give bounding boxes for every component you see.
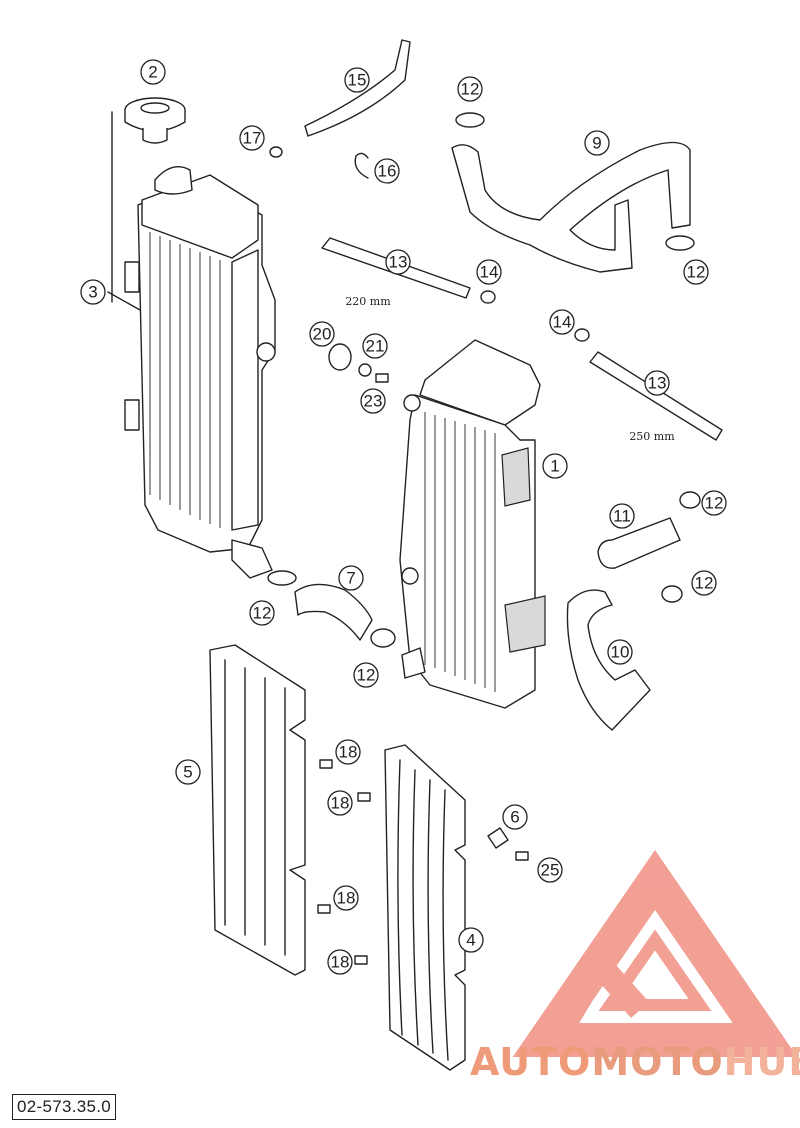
svg-text:10: 10 bbox=[611, 643, 630, 662]
hose-11 bbox=[597, 517, 681, 569]
hose-10 bbox=[566, 589, 651, 731]
svg-text:1: 1 bbox=[550, 457, 559, 476]
svg-text:12: 12 bbox=[687, 263, 706, 282]
callout-12: 12 bbox=[249, 600, 275, 626]
svg-text:13: 13 bbox=[648, 374, 667, 393]
radiator-grille-right bbox=[384, 744, 466, 1071]
svg-text:11: 11 bbox=[613, 507, 631, 526]
callout-15: 15 bbox=[344, 67, 370, 93]
callout-11: 11 bbox=[609, 503, 635, 529]
callout-12: 12 bbox=[701, 490, 727, 516]
callout-13: 13 bbox=[644, 370, 670, 396]
watermark-text-auto: AUTO bbox=[470, 1040, 592, 1084]
callout-17: 17 bbox=[239, 125, 265, 151]
svg-text:13: 13 bbox=[389, 253, 408, 272]
callout-18: 18 bbox=[335, 739, 361, 765]
hose-clamps bbox=[267, 112, 701, 648]
watermark-text: AUTOMOTOHUB bbox=[470, 1040, 800, 1084]
svg-text:14: 14 bbox=[480, 263, 499, 282]
svg-text:4: 4 bbox=[466, 931, 475, 950]
hose-7 bbox=[294, 583, 373, 641]
callout-6: 6 bbox=[502, 804, 528, 830]
svg-text:12: 12 bbox=[253, 604, 272, 623]
svg-text:23: 23 bbox=[364, 392, 383, 411]
svg-text:3: 3 bbox=[88, 283, 97, 302]
callout-12: 12 bbox=[691, 570, 717, 596]
callout-13: 13 bbox=[385, 249, 411, 275]
callout-18: 18 bbox=[327, 949, 353, 975]
svg-text:12: 12 bbox=[461, 80, 480, 99]
dimension-label-220: 220 mm bbox=[345, 295, 391, 308]
callout-21: 21 bbox=[362, 333, 388, 359]
svg-text:20: 20 bbox=[313, 325, 332, 344]
callout-12: 12 bbox=[457, 76, 483, 102]
svg-text:12: 12 bbox=[357, 666, 376, 685]
callout-25: 25 bbox=[537, 857, 563, 883]
callout-1: 1 bbox=[542, 453, 568, 479]
hose-15 bbox=[304, 39, 411, 137]
svg-text:5: 5 bbox=[183, 763, 192, 782]
svg-text:16: 16 bbox=[378, 162, 397, 181]
callout-16: 16 bbox=[374, 158, 400, 184]
radiator-cap bbox=[124, 97, 186, 144]
callout-2: 2 bbox=[140, 59, 166, 85]
svg-text:18: 18 bbox=[337, 889, 356, 908]
callout-12: 12 bbox=[353, 662, 379, 688]
svg-text:21: 21 bbox=[366, 337, 385, 356]
leader-lines bbox=[107, 111, 141, 311]
callout-4: 4 bbox=[458, 927, 484, 953]
callout-18: 18 bbox=[333, 885, 359, 911]
radiator-right bbox=[399, 339, 546, 709]
svg-text:2: 2 bbox=[148, 63, 157, 82]
callout-14: 14 bbox=[549, 309, 575, 335]
svg-text:12: 12 bbox=[695, 574, 714, 593]
callout-3: 3 bbox=[80, 279, 106, 305]
grommet-screws bbox=[317, 343, 529, 965]
svg-text:25: 25 bbox=[541, 861, 560, 880]
dimension-label-250: 250 mm bbox=[629, 430, 675, 443]
svg-text:6: 6 bbox=[510, 808, 519, 827]
hose-9 bbox=[451, 141, 691, 273]
svg-text:17: 17 bbox=[243, 129, 262, 148]
diagram-reference-code: 02-573.35.0 bbox=[12, 1094, 117, 1120]
svg-text:18: 18 bbox=[339, 743, 358, 762]
radiator-left bbox=[124, 166, 276, 579]
svg-text:9: 9 bbox=[592, 134, 601, 153]
callout-9: 9 bbox=[584, 130, 610, 156]
callout-18: 18 bbox=[327, 790, 353, 816]
breather-hose-right bbox=[589, 351, 723, 441]
watermark-text-hub: HUB bbox=[723, 1040, 800, 1084]
watermark-text-moto: MOTO bbox=[591, 1040, 724, 1084]
callout-14: 14 bbox=[476, 259, 502, 285]
svg-text:15: 15 bbox=[348, 71, 367, 90]
svg-text:7: 7 bbox=[346, 569, 355, 588]
callout-12: 12 bbox=[683, 259, 709, 285]
svg-text:14: 14 bbox=[553, 313, 572, 332]
svg-text:18: 18 bbox=[331, 794, 350, 813]
radiator-grille-left bbox=[209, 644, 306, 976]
callout-10: 10 bbox=[607, 639, 633, 665]
callout-5: 5 bbox=[175, 759, 201, 785]
callout-20: 20 bbox=[309, 321, 335, 347]
callout-23: 23 bbox=[360, 388, 386, 414]
clip-16 bbox=[354, 152, 369, 179]
callout-7: 7 bbox=[338, 565, 364, 591]
svg-text:18: 18 bbox=[331, 953, 350, 972]
watermark-logo bbox=[512, 849, 798, 1057]
svg-text:12: 12 bbox=[705, 494, 724, 513]
